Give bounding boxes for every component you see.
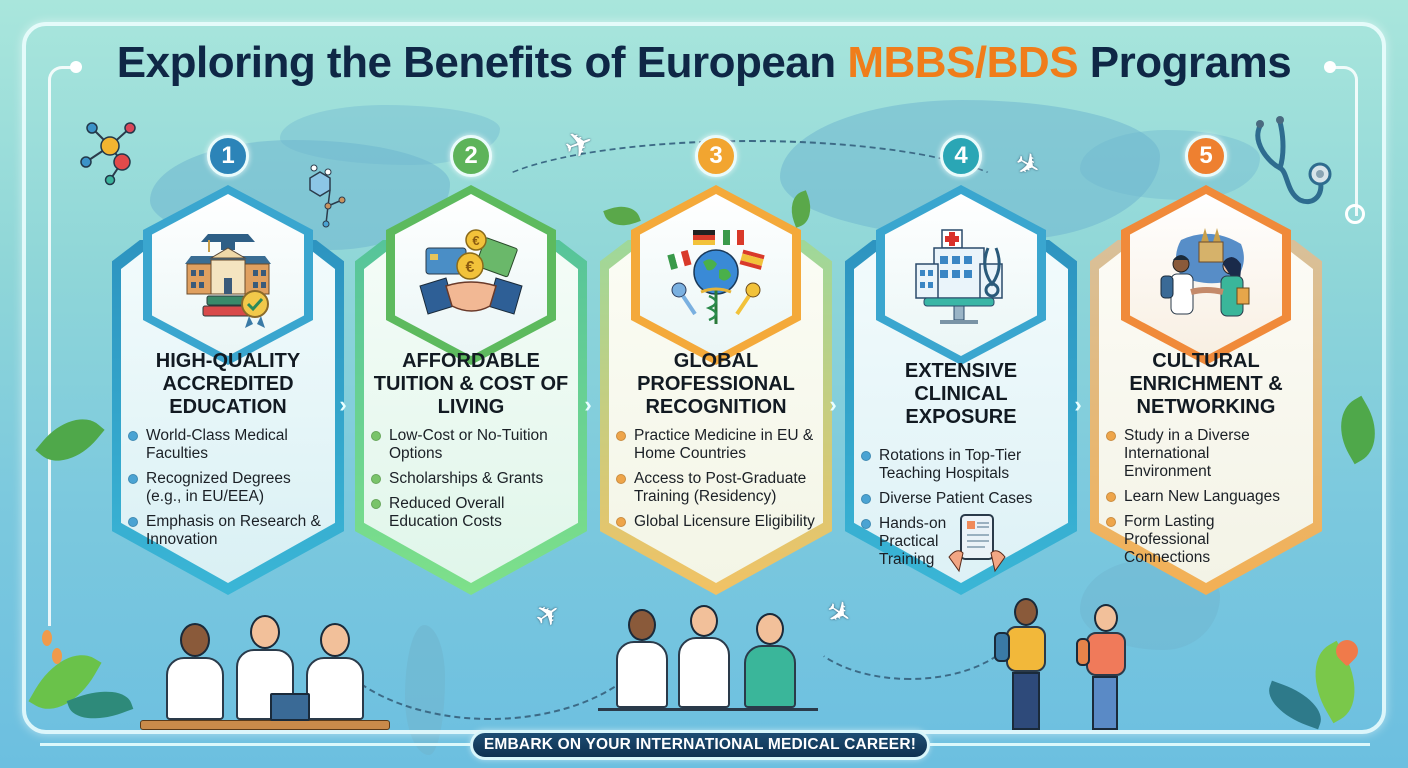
students-walking-illustration xyxy=(990,598,1150,738)
cta-banner[interactable]: EMBARK ON YOUR INTERNATIONAL MEDICAL CAR… xyxy=(470,730,930,760)
cultural-handshake-icon xyxy=(1160,228,1250,317)
bullet-dot-icon xyxy=(861,519,871,529)
cta-divider-line xyxy=(930,743,1370,746)
bullet-dot-icon xyxy=(371,474,381,484)
next-arrow-icon: › xyxy=(1074,392,1082,417)
list-item: Recognized Degrees (e.g., in EU/EEA) xyxy=(126,470,330,506)
list-item: Form Lasting Professional Connections xyxy=(1104,513,1308,567)
flower-icon xyxy=(42,630,52,646)
bullet-dot-icon xyxy=(616,474,626,484)
step-number-badge: 2 xyxy=(450,135,492,177)
page-title: Exploring the Benefits of European MBBS/… xyxy=(0,38,1408,88)
list-item: Scholarships & Grants xyxy=(369,470,573,488)
molecule-icon xyxy=(80,122,136,186)
decorative-circuit-line xyxy=(48,61,82,626)
list-item: Reduced Overall Education Costs xyxy=(369,495,573,531)
bullet-dot-icon xyxy=(1106,431,1116,441)
flag-germany xyxy=(693,230,715,245)
benefit-card-1: 1 High-Quality Accredited xyxy=(112,135,344,595)
list-item: World-Class Medical Faculties xyxy=(126,427,330,463)
flight-path-line xyxy=(480,140,1020,260)
doctors-clipboard-illustration xyxy=(598,605,818,715)
hospital-icon xyxy=(915,229,1003,324)
icon-frame: € € xyxy=(386,185,556,365)
benefit-list: Rotations in Top-Tier Teaching Hospitals… xyxy=(859,447,1063,569)
benefit-card-4: 4 Extensive Clinical Exposure Rot xyxy=(845,135,1077,595)
benefit-card-5: 5 Cultural Enrichment & Networking xyxy=(1090,135,1322,595)
list-item: Low-Cost or No-Tuition Options xyxy=(369,427,573,463)
globe-flags-icon xyxy=(667,230,765,324)
list-item: Rotations in Top-Tier Teaching Hospitals xyxy=(859,447,1063,483)
stethoscope-icon xyxy=(1255,116,1332,204)
bullet-dot-icon xyxy=(1106,492,1116,502)
next-arrow-icon: › xyxy=(339,392,347,417)
bullet-dot-icon xyxy=(861,451,871,461)
card-title: Affordable Tuition & Cost of Living xyxy=(373,350,569,418)
step-number-badge: 3 xyxy=(695,135,737,177)
card-title: Cultural Enrichment & Networking xyxy=(1129,350,1283,418)
tablet-hands-icon xyxy=(948,514,1006,573)
next-arrow-icon: › xyxy=(829,392,837,417)
step-number-badge: 4 xyxy=(940,135,982,177)
benefit-card-3: 3 Global Professional Recognition xyxy=(600,135,832,595)
university-building-icon xyxy=(185,234,271,328)
card-title: High-Quality Accredited Education xyxy=(155,350,301,418)
list-item: Global Licensure Eligibility xyxy=(614,513,818,531)
list-item: Practice Medicine in EU & Home Countries xyxy=(614,427,818,463)
list-item: Emphasis on Research & Innovation xyxy=(126,513,330,549)
molecule-icon xyxy=(309,164,346,228)
world-map-shape xyxy=(1080,130,1260,200)
benefit-list: Study in a Diverse International Environ… xyxy=(1104,427,1308,567)
step-number-badge: 1 xyxy=(207,135,249,177)
list-item: Hands-on Practical Training xyxy=(859,515,1063,569)
bullet-dot-icon xyxy=(371,499,381,509)
bullet-dot-icon xyxy=(1106,517,1116,527)
flag-italy xyxy=(723,230,744,245)
flower-icon xyxy=(52,648,62,664)
card-title: Extensive Clinical Exposure xyxy=(904,360,1018,428)
bullet-dot-icon xyxy=(861,494,871,504)
svg-text:€: € xyxy=(472,233,479,248)
bullet-dot-icon xyxy=(128,517,138,527)
benefit-list: World-Class Medical Faculties Recognized… xyxy=(126,427,330,549)
bullet-dot-icon xyxy=(616,517,626,527)
card-title: Global Professional Recognition xyxy=(637,350,795,418)
cta-divider-line xyxy=(40,743,470,746)
benefit-list: Low-Cost or No-Tuition Options Scholarsh… xyxy=(369,427,573,531)
bullet-dot-icon xyxy=(371,431,381,441)
icon-frame xyxy=(1121,185,1291,365)
decorative-circuit-line xyxy=(1324,61,1365,224)
handshake-money-icon: € € xyxy=(419,229,523,315)
benefit-card-2: 2 € € Affordable Tuition & Cost of Livin… xyxy=(355,135,587,595)
title-accent: MBBS/BDS xyxy=(847,38,1079,87)
bullet-dot-icon xyxy=(128,431,138,441)
title-text: Exploring the Benefits of European xyxy=(116,38,848,87)
list-item: Learn New Languages xyxy=(1104,488,1308,506)
list-item: Study in a Diverse International Environ… xyxy=(1104,427,1308,481)
bullet-dot-icon xyxy=(616,431,626,441)
bullet-dot-icon xyxy=(128,474,138,484)
svg-text:€: € xyxy=(466,259,475,276)
benefit-list: Practice Medicine in EU & Home Countries… xyxy=(614,427,818,531)
list-item: Diverse Patient Cases xyxy=(859,490,1063,508)
step-number-badge: 5 xyxy=(1185,135,1227,177)
doctors-group-illustration xyxy=(140,615,390,740)
list-item: Access to Post-Graduate Training (Reside… xyxy=(614,470,818,506)
next-arrow-icon: › xyxy=(584,392,592,417)
title-text: Programs xyxy=(1078,38,1292,87)
